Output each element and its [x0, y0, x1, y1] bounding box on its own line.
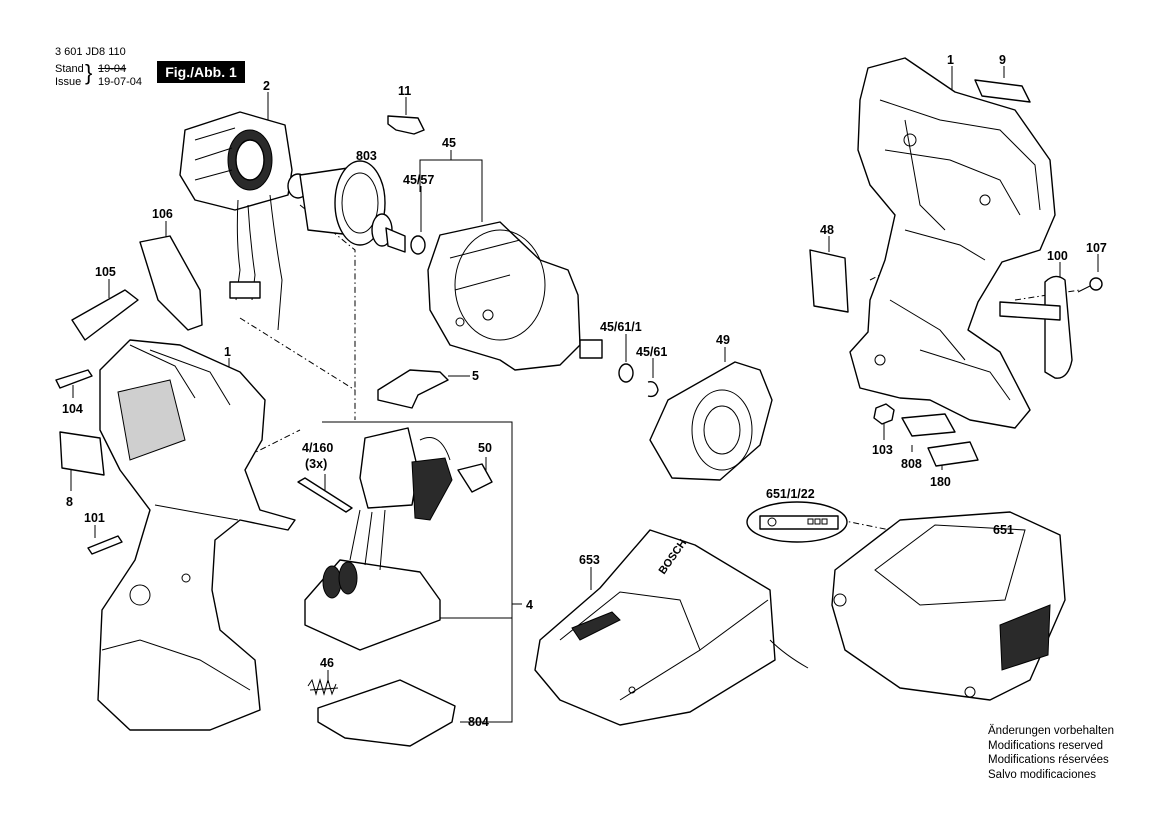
part-label-651: 651: [993, 523, 1014, 537]
part-label-48: 48: [820, 223, 834, 237]
part-label-49: 49: [716, 333, 730, 347]
part-label-46: 46: [320, 656, 334, 670]
issue-date: 19-07-04: [98, 76, 143, 88]
screw-101: [87, 535, 123, 555]
label-808: [901, 413, 956, 437]
charger-653: BOSCH: [534, 529, 809, 726]
ring-45-61-1: [618, 363, 634, 383]
housing-shell-right: [849, 57, 1056, 429]
part-label-1-left: 1: [224, 345, 231, 359]
document-number: 3 601 JD8 110: [55, 46, 126, 58]
washer-45-57: [410, 235, 426, 255]
stand-date: 19-04: [98, 63, 127, 75]
cover-105: [71, 289, 139, 341]
buffer-106: [139, 235, 203, 331]
part-number-labels: 1 9 2 11 803 45 45/57 106 48 107 100 105…: [62, 53, 1107, 729]
cap-49: [649, 361, 773, 481]
screw-107: [1077, 277, 1103, 293]
part-label-653: 653: [579, 553, 600, 567]
part-label-3x: (3x): [305, 457, 327, 471]
part-label-101: 101: [84, 511, 105, 525]
part-label-651-1-22: 651/1/22: [766, 487, 815, 501]
part-label-107: 107: [1086, 241, 1107, 255]
issue-label: Issue: [55, 76, 82, 88]
circlip-45-61: [647, 380, 659, 398]
brace-icon: }: [85, 60, 93, 85]
gearbox-45: [427, 221, 603, 371]
figure-tag: Fig./Abb. 1: [157, 61, 245, 83]
part-label-11: 11: [398, 84, 411, 98]
nut-103: [873, 403, 895, 425]
battery-label-callout: [746, 501, 848, 543]
notice-english: Modifications reserved: [988, 739, 1104, 752]
part-label-45-57: 45/57: [403, 173, 434, 187]
switch-module-4: [304, 427, 493, 651]
part-label-103: 103: [872, 443, 893, 457]
rotor-803: [287, 160, 406, 253]
switch-slider-5: [377, 369, 449, 409]
part-label-4: 4: [526, 598, 533, 612]
part-label-106: 106: [152, 207, 173, 221]
part-label-9: 9: [999, 53, 1006, 67]
part-label-104: 104: [62, 402, 83, 416]
notice-spanish: Salvo modificaciones: [988, 768, 1097, 781]
clip-base: [999, 301, 1061, 321]
spring-46: [307, 678, 339, 696]
label-8: [59, 431, 105, 476]
part-label-50: 50: [478, 441, 492, 455]
part-label-1-top: 1: [947, 53, 954, 67]
screw-104: [55, 369, 93, 389]
part-label-105: 105: [95, 265, 116, 279]
clip-11: [387, 115, 425, 135]
housing-shell-left: [97, 339, 296, 731]
battery-contact-plate-804: [317, 679, 456, 747]
battery-651: [831, 511, 1066, 701]
part-label-803: 803: [356, 149, 377, 163]
part-label-804: 804: [468, 715, 489, 729]
part-label-8: 8: [66, 495, 73, 509]
stand-label: Stand: [55, 63, 84, 75]
part-label-2: 2: [263, 79, 270, 93]
notice-french: Modifications réservées: [988, 754, 1109, 766]
label-180: [927, 441, 979, 467]
part-label-5: 5: [472, 369, 479, 383]
notice-german: Änderungen vorbehalten: [988, 725, 1114, 737]
pin-4-160: [297, 477, 353, 513]
part-label-180: 180: [930, 475, 951, 489]
clip-100: [1044, 275, 1073, 379]
part-label-4-160: 4/160: [302, 441, 333, 455]
stator-2: [179, 111, 293, 331]
label-9-sticker: [974, 79, 1031, 103]
part-label-808: 808: [901, 457, 922, 471]
part-label-45: 45: [442, 136, 456, 150]
part-label-45-61-1: 45/61/1: [600, 320, 642, 334]
part-label-45-61: 45/61: [636, 345, 667, 359]
plate-48: [809, 249, 849, 313]
modifications-notice: Änderungen vorbehalten Modifications res…: [988, 724, 1114, 782]
part-label-100: 100: [1047, 249, 1068, 263]
